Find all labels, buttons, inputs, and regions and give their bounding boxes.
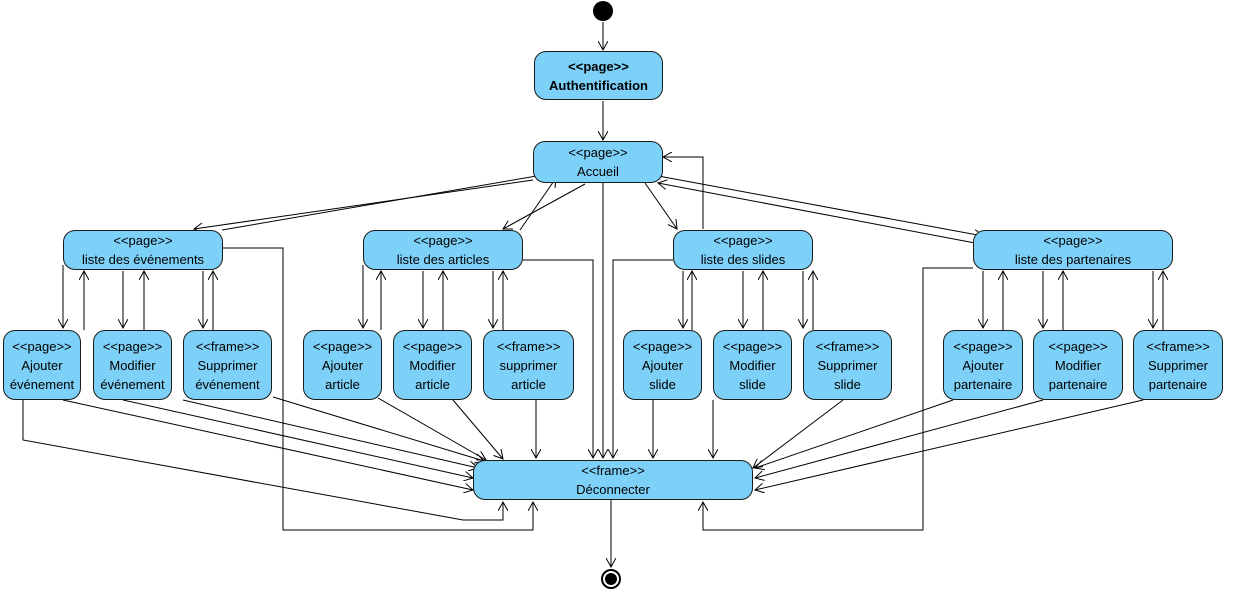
node-label: article — [325, 376, 360, 392]
node-label: Modifier — [109, 357, 156, 373]
node-label: événement — [195, 376, 260, 392]
transition-arrow-50 — [703, 267, 973, 531]
node-label: Ajouter — [321, 357, 364, 373]
node-modifier-article[interactable]: <<page>> Modifier article — [393, 330, 472, 400]
node-liste-evenements[interactable]: <<page>> liste des événements — [63, 230, 223, 270]
node-stereotype: <<frame>> — [581, 463, 645, 478]
node-label: Supprimer — [817, 357, 878, 373]
node-supprimer-article[interactable]: <<frame>> supprimer article — [483, 330, 574, 400]
transition-arrow-6 — [644, 182, 677, 229]
node-ajouter-partenaire[interactable]: <<page>> Ajouter partenaire — [943, 330, 1023, 400]
node-stereotype: <<page>> — [12, 338, 72, 354]
transition-arrow-5 — [519, 178, 556, 231]
node-stereotype: <<frame>> — [815, 338, 880, 354]
node-label: Déconnecter — [576, 482, 650, 497]
node-deconnecter[interactable]: <<frame>> Déconnecter — [473, 460, 753, 500]
node-supprimer-slide[interactable]: <<frame>> Supprimer slide — [803, 330, 892, 400]
node-stereotype: <<page>> — [632, 338, 693, 354]
node-stereotype: <<page>> — [568, 145, 628, 160]
transition-arrow-49 — [613, 259, 673, 458]
node-label: slide — [739, 376, 766, 392]
transition-arrow-38 — [377, 397, 486, 460]
transition-arrow-43 — [753, 399, 844, 468]
node-label: Modifier — [1054, 357, 1102, 373]
transition-arrow-46 — [755, 399, 1144, 490]
node-label: liste des slides — [700, 252, 786, 267]
node-label: liste des articles — [396, 252, 490, 267]
node-stereotype: <<page>> — [402, 338, 463, 354]
node-stereotype: <<page>> — [953, 338, 1013, 354]
node-label: liste des événements — [81, 252, 205, 267]
node-supprimer-evenement[interactable]: <<frame>> Supprimer événement — [183, 330, 272, 400]
node-label: Modifier — [409, 357, 456, 373]
node-label: slide — [649, 376, 676, 392]
node-stereotype: <<frame>> — [496, 338, 561, 354]
node-stereotype: <<page>> — [722, 338, 783, 354]
transition-arrow-35 — [122, 399, 473, 478]
node-label: Supprimer — [1148, 357, 1208, 373]
node-stereotype: <<page>> — [113, 233, 173, 248]
transition-arrow-3 — [221, 172, 560, 231]
node-stereotype: <<page>> — [413, 233, 473, 248]
node-label: Supprimer — [197, 357, 258, 373]
transition-arrow-36 — [182, 399, 478, 468]
node-label: article — [511, 376, 546, 392]
node-label: partenaire — [1148, 376, 1208, 392]
node-modifier-evenement[interactable]: <<page>> Modifier événement — [93, 330, 172, 400]
node-stereotype: <<page>> — [568, 58, 629, 74]
transition-arrow-39 — [452, 399, 503, 459]
node-label: Ajouter — [962, 357, 1004, 373]
node-label: Ajouter — [641, 357, 684, 373]
node-stereotype: <<frame>> — [1146, 338, 1210, 354]
transition-arrow-37 — [272, 396, 484, 461]
node-ajouter-article[interactable]: <<page>> Ajouter article — [303, 330, 382, 400]
node-modifier-slide[interactable]: <<page>> Modifier slide — [713, 330, 792, 400]
node-label: slide — [834, 376, 861, 392]
transition-arrow-4 — [503, 183, 586, 229]
final-node — [601, 569, 621, 589]
transition-arrow-51 — [22, 400, 503, 521]
node-ajouter-slide[interactable]: <<page>> Ajouter slide — [623, 330, 702, 400]
node-label: événement — [100, 376, 165, 392]
transition-arrow-48 — [523, 259, 593, 458]
transition-arrow-9 — [658, 183, 976, 244]
node-label: article — [415, 376, 450, 392]
node-liste-articles[interactable]: <<page>> liste des articles — [363, 230, 523, 270]
node-label: partenaire — [1048, 376, 1108, 392]
node-liste-slides[interactable]: <<page>> liste des slides — [673, 230, 813, 270]
transition-arrow-7 — [663, 157, 704, 229]
node-label: supprimer — [499, 357, 558, 373]
node-label: liste des partenaires — [1014, 252, 1132, 267]
transition-arrow-34 — [62, 399, 473, 490]
node-label: Ajouter — [21, 357, 63, 373]
node-authentification[interactable]: <<page>> Authentification — [534, 51, 663, 100]
node-supprimer-partenaire[interactable]: <<frame>> Supprimer partenaire — [1133, 330, 1223, 400]
node-ajouter-evenement[interactable]: <<page>> Ajouter événement — [3, 330, 81, 400]
node-label: Authentification — [549, 77, 648, 93]
node-accueil[interactable]: <<page>> Accueil — [533, 141, 663, 183]
node-stereotype: <<frame>> — [195, 338, 260, 354]
node-modifier-partenaire[interactable]: <<page>> Modifier partenaire — [1033, 330, 1123, 400]
node-label: Accueil — [577, 164, 619, 179]
node-stereotype: <<page>> — [1043, 233, 1103, 248]
transition-arrow-44 — [755, 399, 954, 468]
node-label: Modifier — [729, 357, 776, 373]
node-stereotype: <<page>> — [312, 338, 373, 354]
node-stereotype: <<page>> — [713, 233, 773, 248]
node-liste-partenaires[interactable]: <<page>> liste des partenaires — [973, 230, 1173, 270]
transition-arrow-8 — [652, 174, 983, 236]
node-stereotype: <<page>> — [102, 338, 163, 354]
initial-node — [593, 1, 613, 21]
node-label: partenaire — [953, 376, 1013, 392]
node-label: événement — [9, 376, 75, 392]
transition-arrow-2 — [194, 179, 534, 229]
transition-arrow-45 — [755, 399, 1044, 478]
node-stereotype: <<page>> — [1048, 338, 1108, 354]
transition-arrow-47 — [223, 247, 533, 531]
